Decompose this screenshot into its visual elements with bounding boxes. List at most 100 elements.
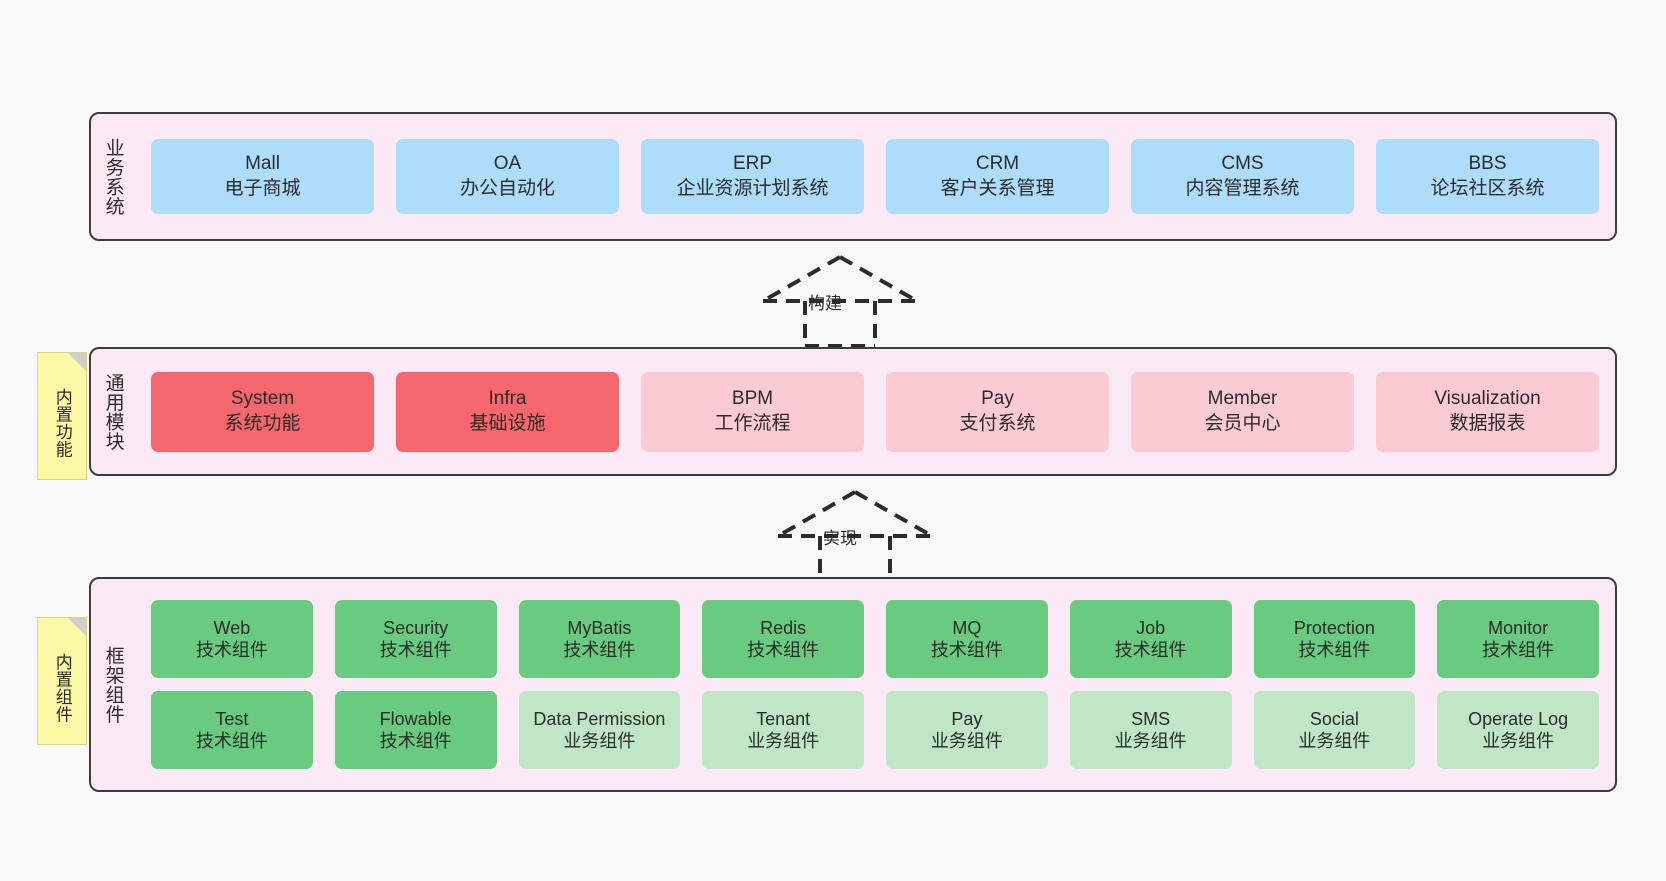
module-bpm-cn: 工作流程 [714, 412, 791, 434]
component-job[interactable]: Job 技术组件 [1069, 600, 1232, 678]
layer-framework-component-body: Web 技术组件 Security 技术组件 MyBatis 技术组件 Redi… [135, 579, 1615, 790]
component-social-en: Social [1309, 708, 1359, 729]
component-operate-log-cn: 业务组件 [1482, 731, 1555, 751]
module-bpm[interactable]: BPM 工作流程 [641, 371, 864, 452]
module-cms[interactable]: CMS 内容管理系统 [1131, 139, 1354, 214]
module-oa-cn: 办公自动化 [459, 177, 555, 199]
framework-row-2: Test 技术组件 Flowable 技术组件 Data Permission … [151, 691, 1599, 769]
module-member-en: Member [1207, 387, 1278, 409]
component-monitor-en: Monitor [1488, 617, 1549, 638]
component-test[interactable]: Test 技术组件 [151, 691, 313, 769]
module-system-en: System [230, 387, 295, 409]
component-mq[interactable]: MQ 技术组件 [886, 600, 1048, 678]
module-infra[interactable]: Infra 基础设施 [396, 371, 619, 452]
component-flowable-en: Flowable [379, 708, 452, 729]
note-fold-icon [68, 618, 86, 636]
component-mybatis-cn: 技术组件 [563, 640, 636, 660]
component-mq-cn: 技术组件 [930, 640, 1003, 660]
component-security[interactable]: Security 技术组件 [334, 600, 497, 678]
framework-row-1: Web 技术组件 Security 技术组件 MyBatis 技术组件 Redi… [151, 600, 1599, 678]
component-security-cn: 技术组件 [379, 640, 452, 660]
note-fold-icon [68, 353, 86, 371]
module-crm-cn: 客户关系管理 [940, 177, 1055, 199]
component-mybatis-en: MyBatis [567, 617, 632, 638]
layer-business-system: 业务系统 Mall 电子商城 OA 办公自动化 ERP 企业资源计划系统 CRM… [89, 112, 1617, 241]
module-cms-cn: 内容管理系统 [1185, 177, 1300, 199]
module-crm-en: CRM [975, 152, 1020, 174]
component-pay-en: Pay [951, 708, 983, 729]
module-bbs-cn: 论坛社区系统 [1430, 177, 1545, 199]
module-erp-en: ERP [732, 152, 773, 174]
connector-implement: 实现 [760, 488, 950, 583]
module-crm[interactable]: CRM 客户关系管理 [886, 139, 1109, 214]
component-social[interactable]: Social 业务组件 [1253, 691, 1416, 769]
component-test-cn: 技术组件 [195, 731, 268, 751]
component-redis[interactable]: Redis 技术组件 [702, 600, 864, 678]
module-cms-en: CMS [1221, 152, 1264, 174]
module-member[interactable]: Member 会员中心 [1131, 371, 1354, 452]
component-mq-en: MQ [952, 617, 982, 638]
module-member-cn: 会员中心 [1204, 412, 1281, 434]
module-bpm-en: BPM [731, 387, 774, 409]
module-visualization[interactable]: Visualization 数据报表 [1376, 371, 1599, 452]
note-builtin-features: 内置功能 [37, 352, 87, 480]
component-social-cn: 业务组件 [1298, 731, 1371, 751]
module-oa[interactable]: OA 办公自动化 [396, 139, 619, 214]
component-flowable[interactable]: Flowable 技术组件 [334, 691, 497, 769]
component-web[interactable]: Web 技术组件 [151, 600, 313, 678]
connector-build: 构建 [745, 253, 935, 348]
module-erp-cn: 企业资源计划系统 [676, 177, 829, 199]
component-tenant-en: Tenant [756, 708, 811, 729]
component-data-permission[interactable]: Data Permission 业务组件 [518, 691, 681, 769]
connector-implement-label: 实现 [823, 529, 857, 548]
module-bbs-en: BBS [1468, 152, 1507, 174]
component-operate-log-en: Operate Log [1468, 708, 1569, 729]
component-sms[interactable]: SMS 业务组件 [1069, 691, 1232, 769]
common-module-row: System 系统功能 Infra 基础设施 BPM 工作流程 Pay 支付系统… [151, 371, 1599, 452]
module-visualization-cn: 数据报表 [1449, 412, 1526, 434]
component-pay[interactable]: Pay 业务组件 [886, 691, 1048, 769]
component-test-en: Test [215, 708, 249, 729]
note-builtin-features-text: 内置功能 [52, 388, 72, 458]
module-mall-en: Mall [245, 152, 280, 174]
module-infra-cn: 基础设施 [469, 412, 546, 434]
module-mall[interactable]: Mall 电子商城 [151, 139, 374, 214]
component-protection-en: Protection [1293, 617, 1375, 638]
component-security-en: Security [383, 617, 449, 638]
component-operate-log[interactable]: Operate Log 业务组件 [1437, 691, 1599, 769]
note-builtin-components-text: 内置组件 [52, 653, 72, 723]
connector-build-label: 构建 [808, 294, 842, 313]
component-flowable-cn: 技术组件 [379, 731, 452, 751]
module-infra-en: Infra [488, 387, 527, 409]
component-sms-en: SMS [1131, 708, 1171, 729]
component-pay-cn: 业务组件 [930, 731, 1003, 751]
component-data-permission-en: Data Permission [533, 708, 666, 729]
layer-business-system-body: Mall 电子商城 OA 办公自动化 ERP 企业资源计划系统 CRM 客户关系… [135, 114, 1615, 239]
layer-framework-component: 框架组件 Web 技术组件 Security 技术组件 MyBatis 技术组件… [89, 577, 1617, 792]
module-erp[interactable]: ERP 企业资源计划系统 [641, 139, 864, 214]
component-mybatis[interactable]: MyBatis 技术组件 [518, 600, 681, 678]
layer-common-module-body: System 系统功能 Infra 基础设施 BPM 工作流程 Pay 支付系统… [135, 349, 1615, 474]
component-tenant[interactable]: Tenant 业务组件 [702, 691, 864, 769]
layer-common-module: 通用模块 System 系统功能 Infra 基础设施 BPM 工作流程 Pay… [89, 347, 1617, 476]
module-oa-en: OA [493, 152, 522, 174]
component-tenant-cn: 业务组件 [747, 731, 820, 751]
module-visualization-en: Visualization [1434, 387, 1541, 409]
layer-framework-component-title: 框架组件 [102, 645, 124, 724]
component-web-en: Web [213, 617, 251, 638]
module-system[interactable]: System 系统功能 [151, 371, 374, 452]
module-pay-cn: 支付系统 [959, 412, 1036, 434]
component-redis-cn: 技术组件 [747, 640, 820, 660]
component-protection[interactable]: Protection 技术组件 [1253, 600, 1416, 678]
component-job-cn: 技术组件 [1114, 640, 1187, 660]
layer-business-system-title: 业务系统 [102, 137, 124, 216]
business-module-row: Mall 电子商城 OA 办公自动化 ERP 企业资源计划系统 CRM 客户关系… [151, 139, 1599, 214]
component-data-permission-cn: 业务组件 [563, 731, 636, 751]
module-pay[interactable]: Pay 支付系统 [886, 371, 1109, 452]
layer-common-module-title: 通用模块 [102, 372, 124, 451]
component-redis-en: Redis [760, 617, 807, 638]
module-bbs[interactable]: BBS 论坛社区系统 [1376, 139, 1599, 214]
component-monitor[interactable]: Monitor 技术组件 [1437, 600, 1599, 678]
note-builtin-components: 内置组件 [37, 617, 87, 745]
component-job-en: Job [1136, 617, 1166, 638]
